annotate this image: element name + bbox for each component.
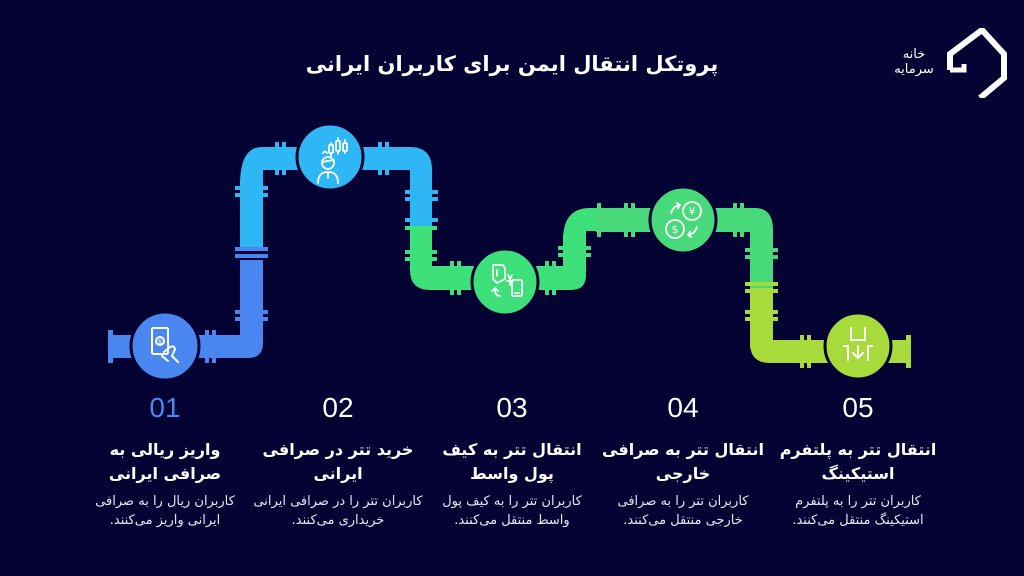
step-description: کاربران تتر را به صرافی خارجی منتقل می‌ک…	[617, 494, 749, 528]
step-1: 01 واریز ریالی به صرافی ایرانی کاربران ر…	[80, 392, 250, 530]
logo-line-1: خانه	[902, 47, 926, 62]
step-number: 02	[322, 392, 354, 423]
logo-text: خانه سرمایه	[886, 47, 942, 77]
step-number: 05	[842, 392, 874, 423]
step-4: 04 انتقال تتر به صرافی خارجی کاربران تتر…	[598, 392, 768, 530]
wallet-transfer-icon	[491, 264, 523, 297]
step-3: 03 انتقال تتر به کیف پول واسط کاربران تت…	[427, 392, 597, 530]
step-3-node	[470, 247, 540, 317]
trader-candlestick-icon	[317, 137, 348, 184]
staking-deposit-icon	[843, 327, 873, 361]
step-2-node	[295, 122, 365, 192]
svg-text:$: $	[158, 338, 162, 346]
step-5: 05 انتقال تتر به پلتفرم استیکینگ کاربران…	[773, 392, 943, 530]
svg-text:$: $	[672, 223, 679, 236]
step-1-node: $	[129, 310, 201, 382]
step-heading: واریز ریالی به صرافی ایرانی	[108, 440, 222, 483]
step-number: 01	[149, 392, 181, 423]
cash-in-hand-icon: $	[151, 327, 179, 363]
brand-logo: خانه سرمایه	[880, 28, 1010, 98]
step-4-node: ¥ $	[648, 185, 718, 255]
step-2: 02 خرید تتر در صرافی ایرانی کاربران تتر …	[253, 392, 423, 530]
step-description: کاربران تتر را در صرافی ایرانی خریداری م…	[253, 494, 423, 528]
logo-line-2: سرمایه	[894, 62, 934, 77]
page-title: پروتکل انتقال ایمن برای کاربران ایرانی	[305, 52, 719, 76]
step-heading: انتقال تتر به کیف پول واسط	[442, 440, 582, 483]
step-number: 04	[667, 392, 699, 423]
step-heading: انتقال تتر به پلتفرم استیکینگ	[779, 440, 937, 483]
step-description: کاربران تتر را به پلتفرم استیکینگ منتقل …	[792, 494, 924, 528]
step-heading: خرید تتر در صرافی ایرانی	[262, 440, 414, 483]
house-outline-icon	[947, 28, 1007, 98]
step-5-node	[823, 311, 893, 381]
currency-exchange-icon: ¥ $	[665, 201, 702, 239]
step-description: کاربران ریال را به صرافی ایرانی واریز می…	[95, 494, 235, 528]
step-heading: انتقال تتر به صرافی خارجی	[602, 440, 764, 483]
step-description: کاربران تتر را به کیف پول واسط منتقل می‌…	[442, 494, 582, 528]
svg-text:¥: ¥	[689, 205, 696, 218]
step-number: 03	[496, 392, 528, 423]
